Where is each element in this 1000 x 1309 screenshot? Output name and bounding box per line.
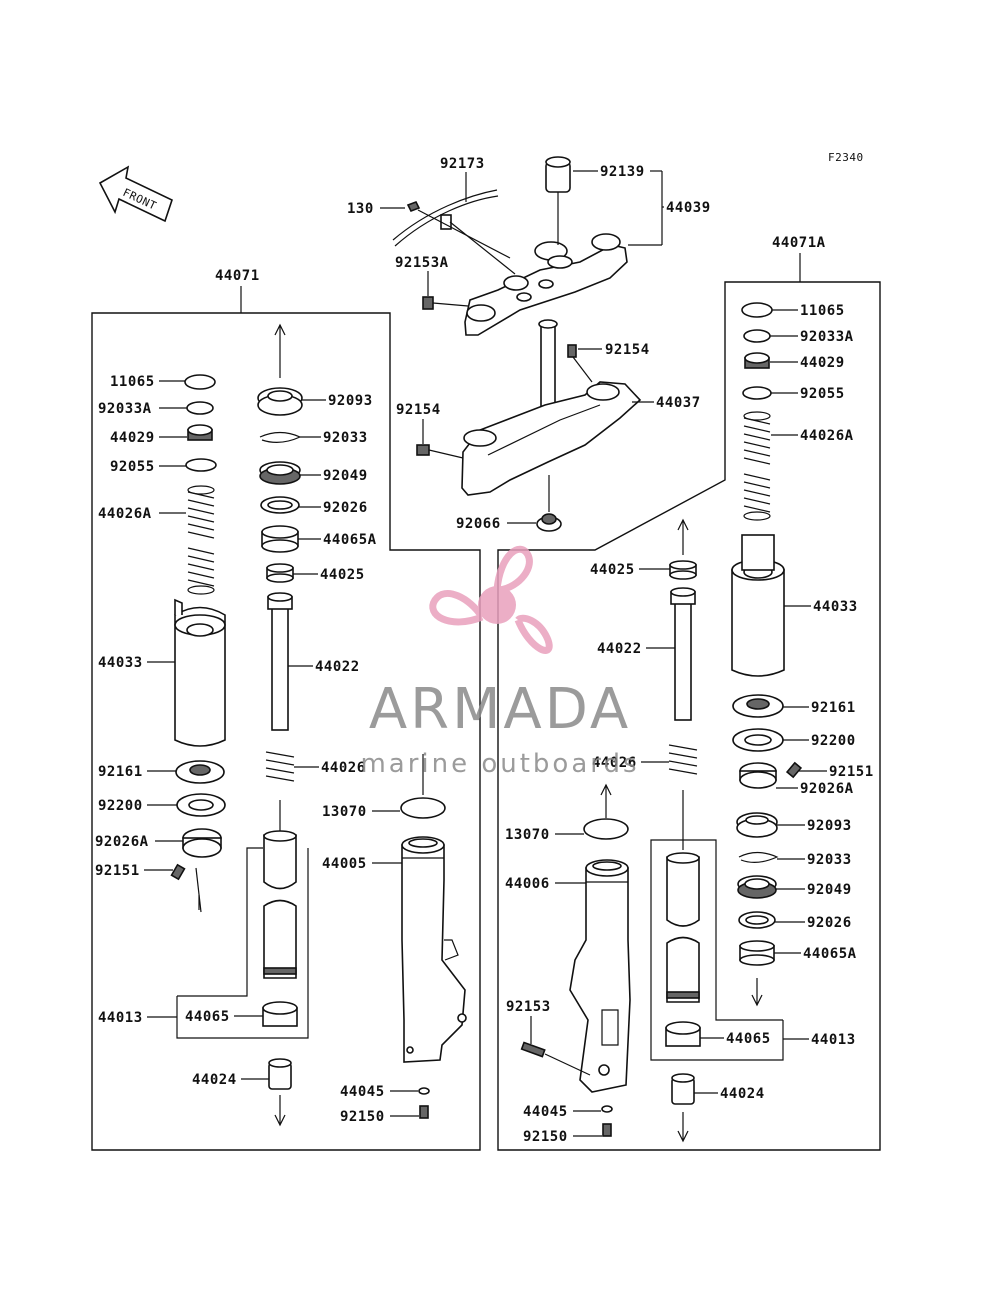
- callout-44026: 44026: [321, 760, 366, 776]
- propeller-logo-icon: [429, 545, 553, 654]
- callout-r-92153: 92153: [506, 999, 551, 1015]
- callout-r-92026: 92026: [807, 915, 852, 931]
- callout-r-92033: 92033: [807, 852, 852, 868]
- callout-r-44026a: 44026A: [800, 428, 854, 444]
- callout-r-92049: 92049: [807, 882, 852, 898]
- right-fork-parts-b: [665, 518, 701, 1143]
- callout-r-92200: 92200: [811, 733, 856, 749]
- callout-r-44029: 44029: [800, 355, 845, 371]
- callout-r-92093: 92093: [807, 818, 852, 834]
- watermark-tagline: marine outboards: [360, 749, 639, 779]
- callout-44026a: 44026A: [98, 506, 152, 522]
- callout-r-92161: 92161: [811, 700, 856, 716]
- assembly-44071: 44071: [215, 268, 260, 284]
- callout-92154-upper: 92154: [605, 342, 650, 358]
- propeller-hub-icon: [478, 586, 516, 624]
- watermark: ARMADA marine outboards: [360, 545, 639, 779]
- callout-44039: 44039: [666, 200, 711, 216]
- left-fork-parts-b: [257, 323, 303, 1127]
- callout-r-44024: 44024: [720, 1086, 765, 1102]
- callout-92154-left: 92154: [396, 402, 441, 418]
- top-labels: 92173 130 92153A 92139 44039 92154 92154…: [347, 156, 711, 532]
- callout-r-44065a: 44065A: [803, 946, 857, 962]
- callout-r-92026a: 92026A: [800, 781, 854, 797]
- callout-92200: 92200: [98, 798, 143, 814]
- callout-92153a: 92153A: [395, 255, 449, 271]
- callout-r-44026: 44026: [592, 755, 637, 771]
- callout-92066: 92066: [456, 516, 501, 532]
- lower-triple-clamp: [416, 319, 642, 532]
- callout-44065a: 44065A: [323, 532, 377, 548]
- callout-r-13070: 13070: [505, 827, 550, 843]
- callout-92026a: 92026A: [95, 834, 149, 850]
- right-labels: 11065 92033A 44029 92055 44026A 44033 92…: [505, 303, 874, 1145]
- callout-44022: 44022: [315, 659, 360, 675]
- callout-92026: 92026: [323, 500, 368, 516]
- callout-r-44006: 44006: [505, 876, 550, 892]
- callout-r-92150: 92150: [523, 1129, 568, 1145]
- callout-r-44013: 44013: [811, 1032, 856, 1048]
- callout-r-44045: 44045: [523, 1104, 568, 1120]
- watermark-brand: ARMADA: [369, 677, 631, 742]
- callout-92093: 92093: [328, 393, 373, 409]
- callout-44045: 44045: [340, 1084, 385, 1100]
- callout-44024: 44024: [192, 1072, 237, 1088]
- callout-r-92055: 92055: [800, 386, 845, 402]
- callout-r-44025: 44025: [590, 562, 635, 578]
- right-fork-parts-a: [731, 302, 803, 1007]
- left-labels: 11065 92033A 44029 92055 44026A 44033 92…: [95, 374, 419, 1125]
- upper-triple-clamp: [392, 156, 628, 336]
- callout-92150: 92150: [340, 1109, 385, 1125]
- assembly-44071a: 44071A: [772, 235, 826, 251]
- callout-44025: 44025: [320, 567, 365, 583]
- front-arrow-icon: FRONT: [98, 165, 173, 223]
- callout-r-92151: 92151: [829, 764, 874, 780]
- callout-11065: 11065: [110, 374, 155, 390]
- callout-92139: 92139: [600, 164, 645, 180]
- callout-44013: 44013: [98, 1010, 143, 1026]
- callout-r-44033: 44033: [813, 599, 858, 615]
- callout-92033: 92033: [323, 430, 368, 446]
- callout-44029: 44029: [110, 430, 155, 446]
- callout-130: 130: [347, 201, 374, 217]
- callout-r-92033a: 92033A: [800, 329, 854, 345]
- right-fork-frame: 44071A: [497, 235, 881, 1151]
- right-fork-parts-c: [520, 783, 631, 1137]
- callout-92049: 92049: [323, 468, 368, 484]
- callout-44065: 44065: [185, 1009, 230, 1025]
- figure-code: F2340: [828, 151, 864, 164]
- left-fork-frame: 44071: [91, 268, 481, 1151]
- callout-r-44065: 44065: [726, 1031, 771, 1047]
- callout-92173: 92173: [440, 156, 485, 172]
- callout-92055: 92055: [110, 459, 155, 475]
- callout-44037: 44037: [656, 395, 701, 411]
- callout-92161: 92161: [98, 764, 143, 780]
- callout-r-11065: 11065: [800, 303, 845, 319]
- callout-44033: 44033: [98, 655, 143, 671]
- callout-r-44022: 44022: [597, 641, 642, 657]
- callout-92151: 92151: [95, 863, 140, 879]
- callout-44005: 44005: [322, 856, 367, 872]
- left-fork-parts-a: [170, 374, 226, 913]
- left-fork-parts-c: [400, 754, 467, 1119]
- callout-92033a: 92033A: [98, 401, 152, 417]
- callout-13070: 13070: [322, 804, 367, 820]
